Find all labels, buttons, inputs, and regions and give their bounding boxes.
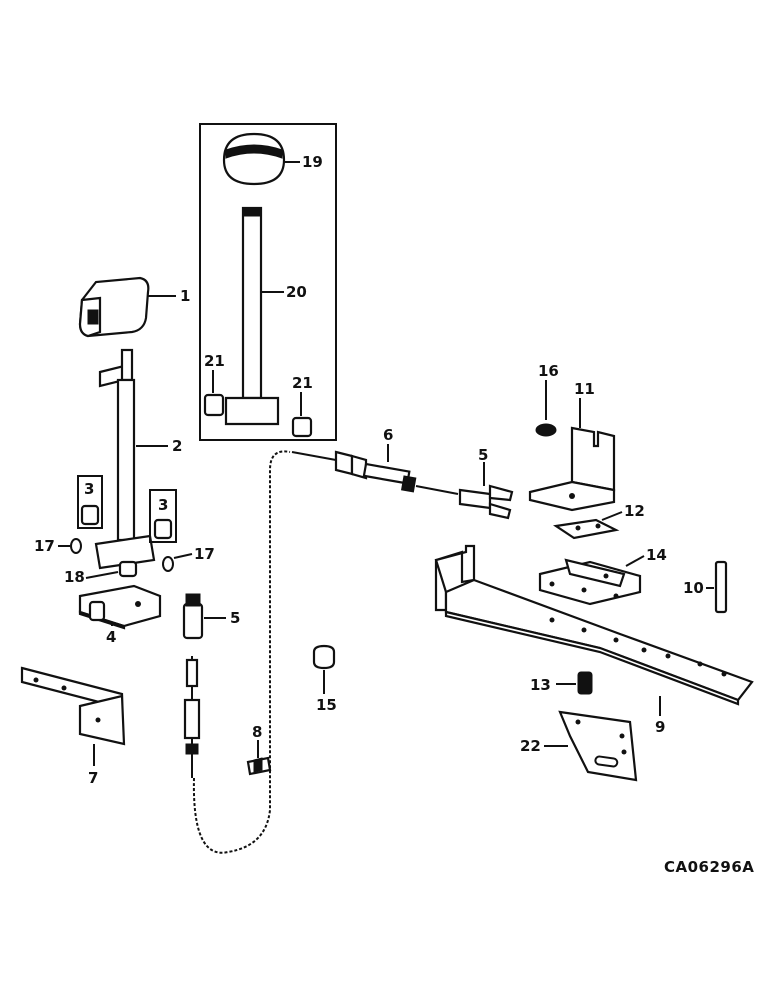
callout-label: 12	[624, 502, 645, 520]
nut-part-18	[85, 560, 138, 579]
callout-label: 19	[302, 153, 323, 171]
washer-left-part-17	[58, 538, 82, 554]
callout-label: 1	[180, 287, 190, 305]
bushing-right-part-21	[291, 392, 313, 438]
handle-grip-part-1	[78, 276, 176, 338]
shim-plate-part-12	[553, 511, 623, 540]
mount-bracket-part-7	[20, 666, 126, 766]
callout-label: 18	[64, 568, 85, 586]
washer-right-part-17	[162, 553, 193, 572]
lever-rod-part-20	[224, 206, 284, 426]
main-support-bracket-part-9	[434, 544, 754, 716]
callout-label: 16	[538, 362, 559, 380]
callout-label: 21	[204, 352, 225, 370]
cable-clip-part-8	[246, 740, 272, 776]
bushing-left-part-21	[203, 370, 225, 417]
callout-label: 20	[286, 283, 307, 301]
callout-label: 5	[230, 609, 240, 627]
callout-label: 14	[646, 546, 667, 564]
callout-label: 17	[194, 545, 215, 563]
callout-label: 17	[34, 537, 55, 555]
callout-label: 11	[574, 380, 595, 398]
nut-part-15	[312, 644, 336, 694]
cable-end-lower	[183, 656, 201, 778]
callout-label: 22	[520, 737, 541, 755]
knob-part-19	[222, 132, 300, 186]
callout-label: 8	[252, 723, 262, 741]
pin-part-10	[706, 560, 728, 614]
inset-frame	[199, 123, 337, 441]
callout-label: 15	[316, 696, 337, 714]
callout-label: 7	[88, 769, 98, 787]
control-cable	[192, 450, 291, 854]
callout-label: 13	[530, 676, 551, 694]
callout-label: 4	[106, 628, 116, 646]
clevis-left-part-5	[182, 593, 226, 640]
clevis-right-part-5	[458, 462, 514, 520]
callout-label: 9	[655, 718, 665, 736]
callout-label: 6	[383, 426, 393, 444]
pivot-bracket-part-4	[78, 584, 162, 630]
diagram-code: CA06296A	[664, 858, 754, 876]
spring-part-13	[556, 671, 593, 695]
shift-rod-part-2	[94, 348, 168, 570]
upright-bracket-part-11	[528, 398, 616, 512]
cable-rod-upper-part-6	[291, 444, 459, 495]
callout-label: 21	[292, 374, 313, 392]
callout-label: 10	[683, 579, 704, 597]
callout-label: 2	[172, 437, 182, 455]
callout-label: 5	[478, 446, 488, 464]
callout-label: 3	[84, 480, 94, 498]
bushing-box-right-part-3	[149, 489, 177, 543]
callout-label: 3	[158, 496, 168, 514]
slotted-plate-part-22	[544, 710, 638, 782]
bushing-box-left-part-3	[77, 475, 103, 529]
channel-bracket-part-14	[538, 555, 645, 606]
spring-washer-part-16	[535, 380, 557, 437]
inset-lever-assembly	[199, 123, 337, 441]
